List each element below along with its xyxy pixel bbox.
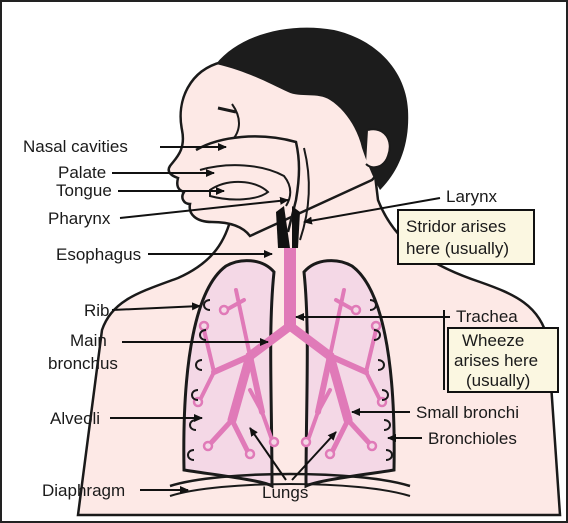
wheeze-note-line-1: Wheeze: [462, 331, 524, 350]
stridor-note-line-1: Stridor arises: [406, 217, 506, 236]
label-alveoli: Alveoli: [50, 409, 100, 428]
label-main-2: bronchus: [48, 354, 118, 373]
label-lungs: Lungs: [262, 483, 308, 502]
label-larynx: Larynx: [446, 187, 498, 206]
label-pharynx: Pharynx: [48, 209, 111, 228]
label-small-bronchi: Small bronchi: [416, 403, 519, 422]
label-nasal-cavities: Nasal cavities: [23, 137, 128, 156]
label-tongue: Tongue: [56, 181, 112, 200]
label-rib: Rib: [84, 301, 110, 320]
stridor-note-line-2: here (usually): [406, 239, 509, 258]
label-main-1: Main: [70, 331, 107, 350]
trachea: [284, 248, 296, 326]
wheeze-note-line-3: (usually): [466, 371, 530, 390]
label-bronchioles: Bronchioles: [428, 429, 517, 448]
ear: [366, 129, 390, 167]
label-diaphragm: Diaphragm: [42, 481, 125, 500]
wheeze-note-line-2: arises here: [454, 351, 538, 370]
label-trachea: Trachea: [456, 307, 518, 326]
label-esophagus: Esophagus: [56, 245, 141, 264]
label-palate: Palate: [58, 163, 106, 182]
